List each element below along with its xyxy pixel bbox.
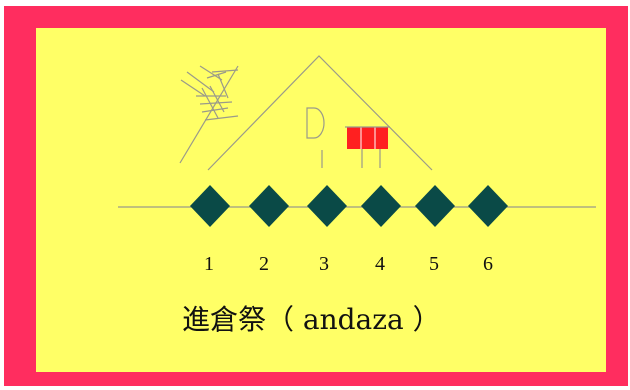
diamond-marker-1 — [190, 185, 230, 227]
diamond-marker-2 — [249, 185, 289, 227]
marker-label-2: 2 — [259, 253, 269, 275]
diamond-marker-5 — [415, 185, 455, 227]
marker-label-1: 1 — [204, 253, 214, 275]
house-roof — [207, 55, 433, 171]
marker-label-3: 3 — [319, 253, 329, 275]
red-window-boxes-icon — [345, 126, 390, 168]
marker-label-5: 5 — [429, 253, 439, 275]
diamond-markers — [190, 185, 508, 227]
diamond-marker-4 — [361, 185, 401, 227]
diamond-marker-3 — [307, 185, 347, 227]
marker-label-4: 4 — [375, 253, 385, 275]
marker-label-6: 6 — [483, 253, 493, 275]
marker-numbers: 1 2 3 4 5 6 — [204, 253, 493, 275]
diamond-marker-6 — [468, 185, 508, 227]
diagram-caption: 進倉祭（ andaza ） — [182, 303, 441, 336]
bare-tree-icon — [179, 65, 239, 164]
rounded-door-icon — [306, 107, 325, 168]
